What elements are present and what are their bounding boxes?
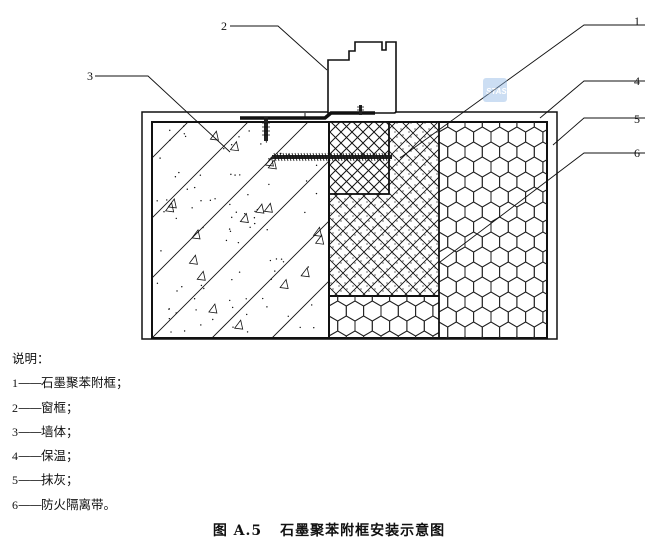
screw-horizontal — [272, 152, 392, 162]
legend-item-text: 石墨聚苯附框； — [41, 375, 129, 391]
legend-item-text: 保温； — [41, 448, 79, 464]
legend-separator: —— — [18, 496, 42, 512]
legend-item: 1——石墨聚苯附框； — [12, 371, 129, 395]
callout-6: 6 — [634, 146, 640, 160]
callout-1: 1 — [634, 14, 640, 28]
legend-item-number: 4 — [12, 449, 18, 464]
screw-top — [357, 105, 364, 115]
legend-title: 说明： — [12, 351, 50, 366]
legend-item-text: 墙体； — [41, 423, 79, 439]
callout-leaders — [95, 24, 645, 263]
insulation — [439, 122, 547, 338]
installation-section-drawing: 1 2 3 4 5 6 STAS — [87, 14, 645, 340]
legend-separator: —— — [18, 423, 42, 439]
legend-item-text: 抹灰； — [41, 472, 79, 488]
callout-2: 2 — [221, 19, 227, 33]
legend-separator: —— — [18, 448, 42, 464]
legend-separator: —— — [18, 399, 42, 415]
legend-item-number: 2 — [12, 400, 18, 415]
figure-number: 图 A.5 — [212, 523, 263, 539]
window-frame — [327, 41, 397, 114]
insulation-lower — [329, 296, 439, 338]
legend-item: 2——窗框； — [12, 396, 129, 420]
legend: 说明： 1——石墨聚苯附框；2——窗框；3——墙体；4——保温；5——抹灰；6—… — [12, 347, 129, 517]
legend-item-text: 窗框； — [41, 399, 79, 415]
watermark-logo: STAS — [483, 78, 507, 102]
screw-vertical — [262, 117, 270, 141]
legend-item-number: 3 — [12, 424, 18, 439]
legend-separator: —— — [18, 472, 42, 488]
figure-caption: 图 A.5 石墨聚苯附框安装示意图 — [0, 520, 658, 540]
svg-text:STAS: STAS — [486, 87, 507, 96]
legend-item: 5——抹灰； — [12, 468, 129, 492]
callout-4: 4 — [634, 74, 640, 88]
legend-item-number: 1 — [12, 376, 18, 391]
legend-item-number: 5 — [12, 473, 18, 488]
legend-separator: —— — [18, 375, 42, 391]
legend-item-number: 6 — [12, 497, 18, 512]
legend-item: 4——保温； — [12, 444, 129, 468]
figure-title: 石墨聚苯附框安装示意图 — [280, 523, 446, 539]
callout-3: 3 — [87, 69, 93, 83]
legend-item: 3——墙体； — [12, 420, 129, 444]
legend-item-text: 防火隔离带。 — [41, 496, 117, 512]
callout-5: 5 — [634, 112, 640, 126]
connector-plate — [240, 111, 375, 120]
legend-item: 6——防火隔离带。 — [12, 493, 129, 517]
